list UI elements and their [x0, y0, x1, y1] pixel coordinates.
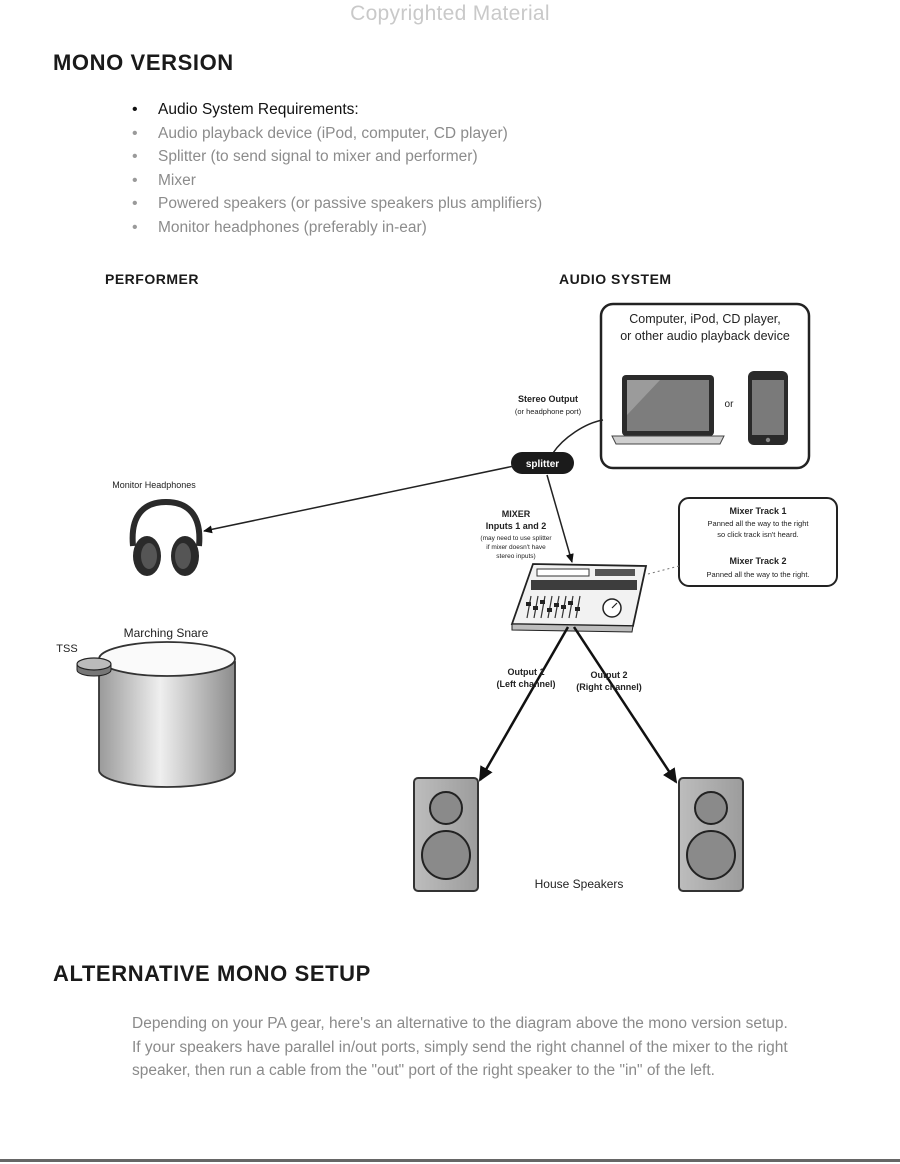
output-1-channel: (Left channel)	[496, 679, 555, 689]
stereo-output-note: (or headphone port)	[515, 407, 582, 416]
callout-dotted-connector	[647, 565, 680, 575]
splitter-icon: splitter	[511, 452, 574, 474]
house-speakers-label: House Speakers	[535, 877, 624, 891]
mixer-note-line-1: (may need to use splitter	[480, 535, 552, 542]
cable-mixer-to-right-speaker	[572, 626, 678, 784]
requirements-heading: Audio System Requirements:	[130, 101, 542, 125]
marching-snare-drum	[98, 641, 236, 788]
cable-device-to-splitter	[552, 419, 604, 454]
cable-splitter-to-headphones	[203, 465, 515, 534]
mixer-track-1-line-1: Panned all the way to the right	[708, 519, 810, 528]
mixer-icon	[510, 563, 648, 633]
mixer-label: MIXER	[502, 509, 531, 519]
laptop-icon	[611, 375, 725, 445]
requirement-item: Splitter (to send signal to mixer and pe…	[130, 148, 542, 172]
stereo-output-label: Stereo Output	[518, 394, 578, 404]
section-title-mono-version: MONO VERSION	[53, 50, 234, 75]
device-box-line-2: or other audio playback device	[620, 329, 790, 343]
bottom-rule	[0, 1159, 900, 1162]
mixer-track-callout: Mixer Track 1 Panned all the way to the …	[678, 497, 838, 587]
right-speaker-icon	[678, 777, 744, 892]
requirements-list: Audio System Requirements: Audio playbac…	[130, 101, 542, 243]
audio-system-heading: AUDIO SYSTEM	[559, 271, 672, 287]
marching-snare-label: Marching Snare	[124, 626, 209, 640]
output-2-label: Output 2	[591, 670, 628, 680]
mixer-track-1-title: Mixer Track 1	[729, 506, 786, 516]
device-box-line-1: Computer, iPod, CD player,	[629, 312, 780, 326]
or-label: or	[725, 399, 735, 410]
tss-trigger-pad	[76, 657, 112, 677]
requirement-item: Audio playback device (iPod, computer, C…	[130, 125, 542, 149]
headphones-icon	[129, 498, 203, 576]
requirement-item: Powered speakers (or passive speakers pl…	[130, 195, 542, 219]
splitter-label: splitter	[526, 459, 559, 470]
performer-heading: PERFORMER	[105, 271, 199, 287]
mixer-track-1-line-2: so click track isn't heard.	[717, 530, 798, 539]
section-title-alternative-mono-setup: ALTERNATIVE MONO SETUP	[53, 961, 371, 986]
requirement-item: Mixer	[130, 172, 542, 196]
paragraph-line: Depending on your PA gear, here's an alt…	[132, 1015, 788, 1032]
left-speaker-icon	[413, 777, 479, 892]
tss-label: TSS	[56, 643, 77, 655]
mixer-track-2-line: Panned all the way to the right.	[707, 570, 810, 579]
copyright-watermark: Copyrighted Material	[350, 2, 550, 25]
playback-device-box: Computer, iPod, CD player, or other audi…	[599, 302, 811, 470]
cable-splitter-to-mixer	[546, 474, 574, 563]
mixer-note-line-2: if mixer doesn't have	[486, 544, 546, 551]
cable-mixer-to-left-speaker	[478, 626, 570, 782]
output-1-label: Output 1	[508, 667, 545, 677]
mixer-inputs-label: Inputs 1 and 2	[486, 521, 547, 531]
mixer-note-line-3: stereo inputs)	[496, 553, 535, 560]
paragraph-line: speaker, then run a cable from the "out"…	[132, 1062, 715, 1079]
requirement-item: Monitor headphones (preferably in-ear)	[130, 219, 542, 243]
paragraph-line: If your speakers have parallel in/out po…	[132, 1038, 788, 1056]
phone-icon	[748, 371, 788, 445]
alternative-setup-paragraph: Depending on your PA gear, here's an alt…	[132, 1012, 852, 1083]
output-2-channel: (Right channel)	[576, 682, 642, 692]
monitor-headphones-label: Monitor Headphones	[112, 480, 196, 490]
mixer-track-2-title: Mixer Track 2	[729, 556, 786, 566]
